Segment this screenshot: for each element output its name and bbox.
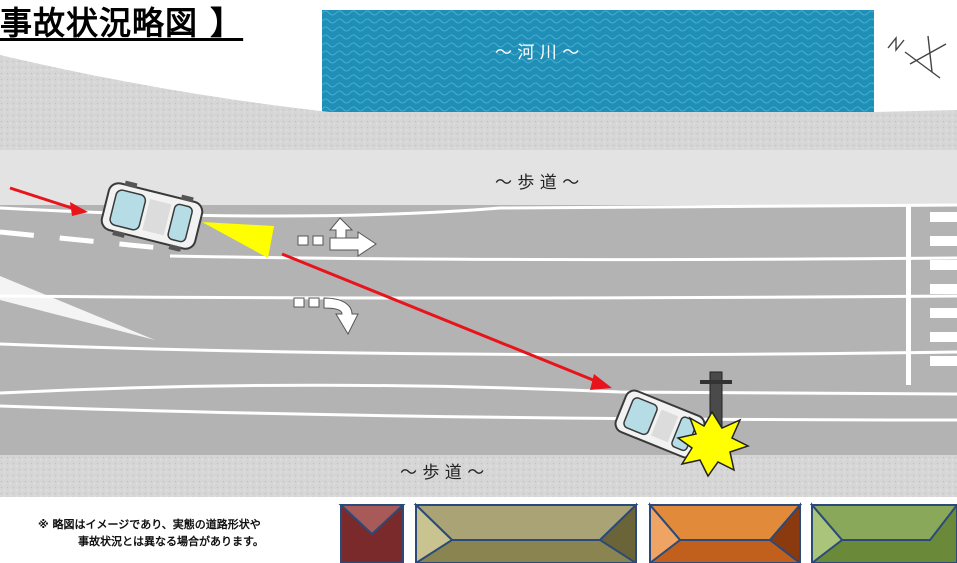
- sidewalk-top: ～ 歩 道 ～: [0, 150, 957, 205]
- approach-arrow: [9, 186, 88, 216]
- right-turn-arrow-icon: [293, 297, 359, 336]
- river-label: ～ 河 川 ～: [495, 43, 579, 63]
- disclaimer-line-2: 事故状況とは異なる場合があります。: [78, 535, 264, 548]
- road: [0, 203, 957, 455]
- headlight-beam: [202, 222, 274, 258]
- sidewalk-top-label: ～ 歩 道 ～: [495, 173, 579, 193]
- sidewalk-bottom-label: ～ 歩 道 ～: [400, 463, 484, 483]
- sidewalk-bottom: ～ 歩 道 ～: [0, 455, 957, 497]
- impact-burst-icon: [676, 410, 750, 478]
- disclaimer-note: ※ 略図はイメージであり、実態の道路形状や 事故状況とは異なる場合があります。: [38, 516, 338, 550]
- river: ～ 河 川 ～: [322, 10, 874, 114]
- embankment: [0, 55, 957, 170]
- roof-icon: [338, 502, 957, 563]
- straight-or-right-turn-arrow-icon: [297, 217, 377, 257]
- collision-path-arrow: [281, 252, 612, 390]
- car-icon: [100, 180, 204, 252]
- compass-north-icon: [887, 35, 947, 79]
- disclaimer-line-1: ※ 略図はイメージであり、実態の道路形状や: [38, 518, 261, 531]
- diagram-title: 事故状況略図 】: [0, 4, 244, 42]
